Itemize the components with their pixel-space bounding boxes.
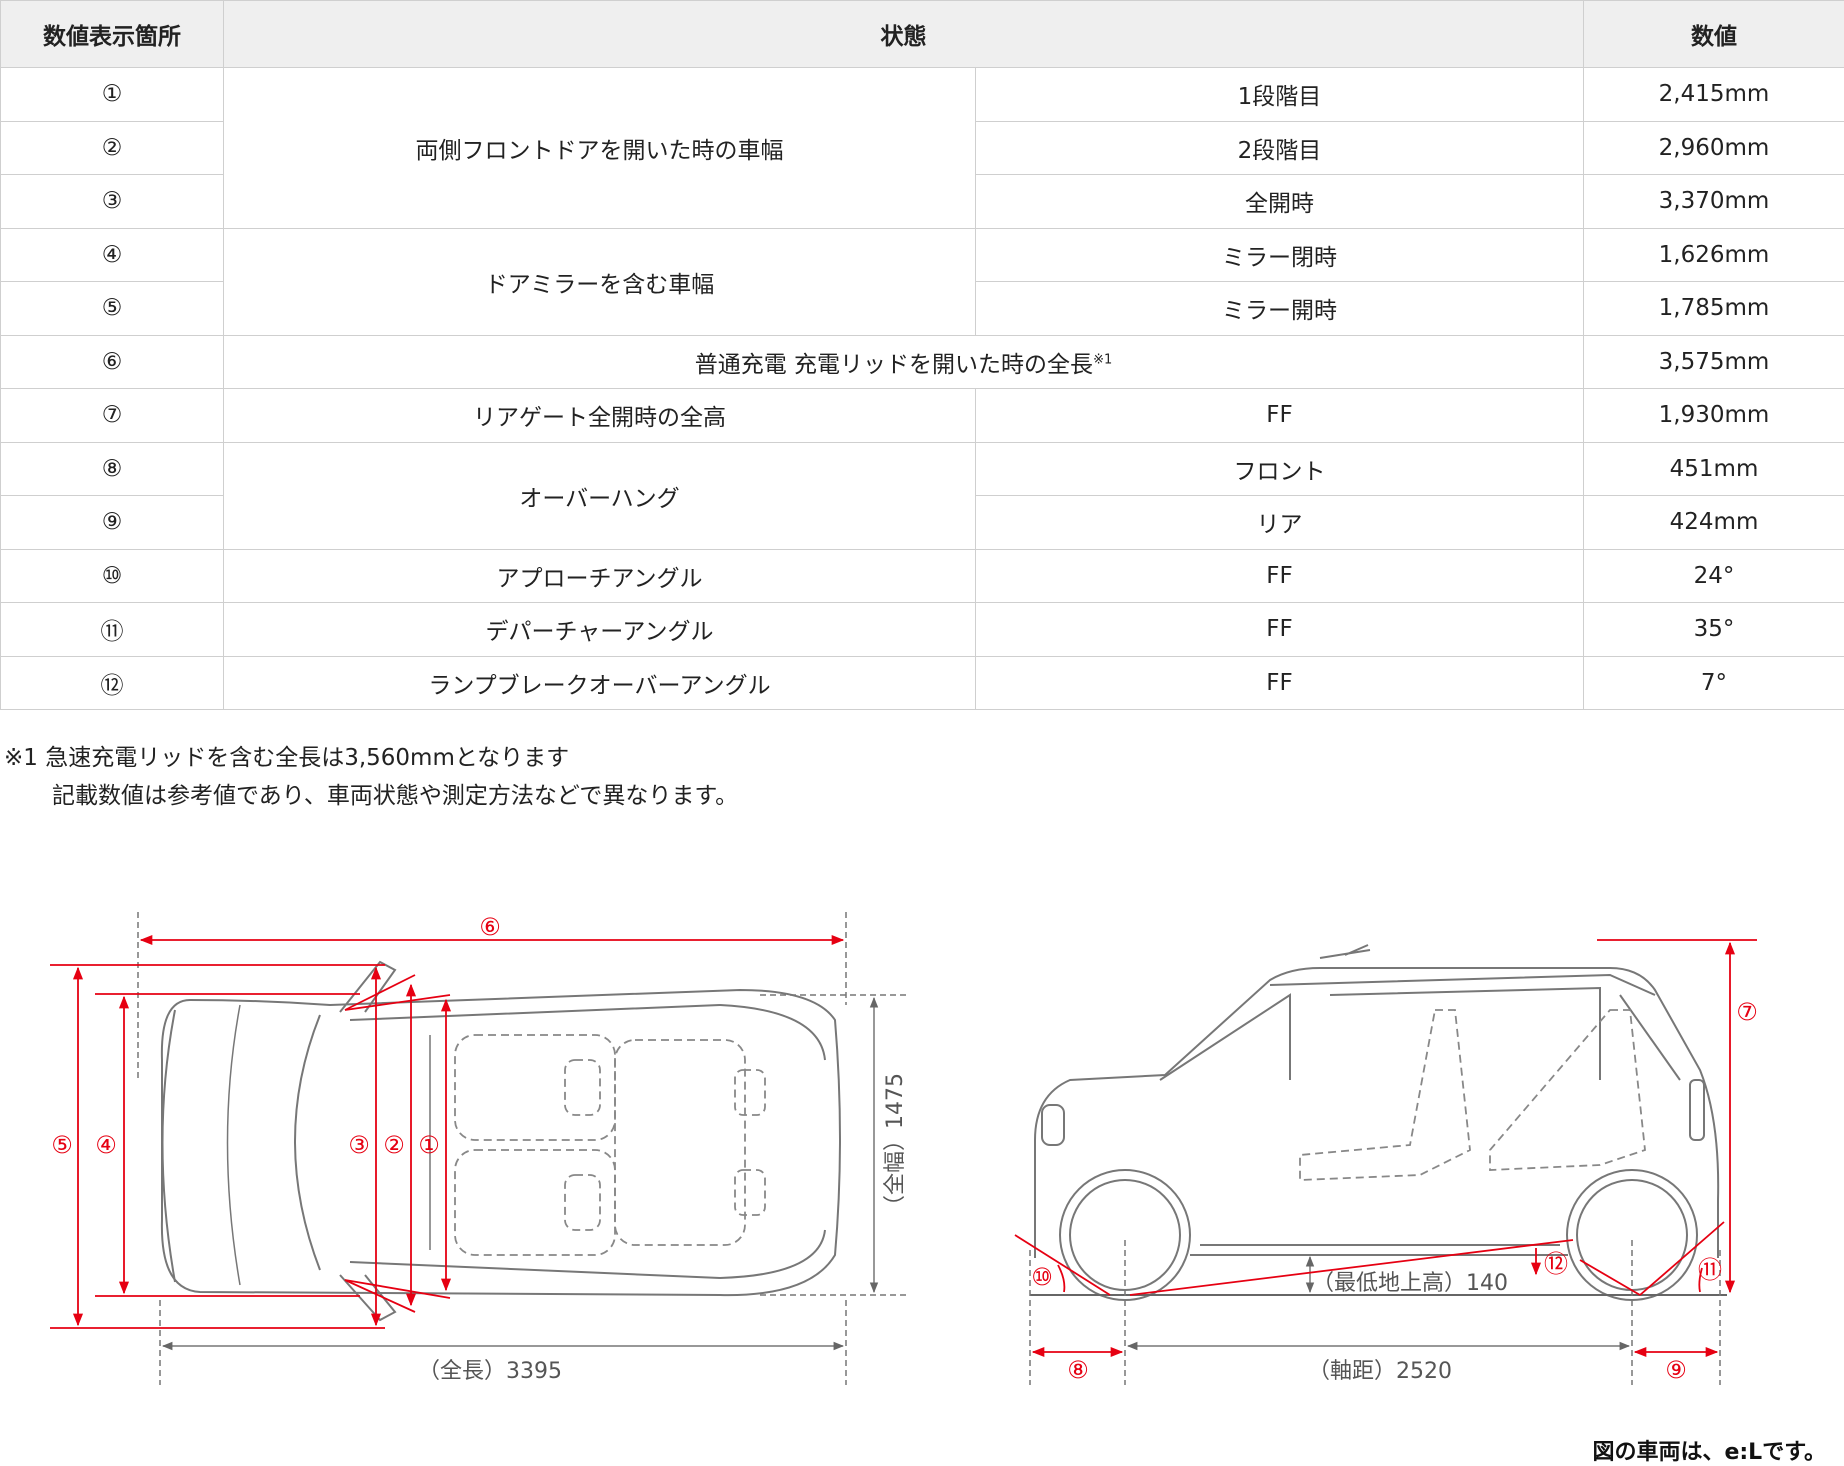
dim-mark-8: ⑧ (1067, 1356, 1089, 1384)
dim-mark-3: ③ (348, 1131, 370, 1159)
interior-seats (1300, 1010, 1645, 1180)
wheelbase-label: （軸距）2520 (1308, 1359, 1452, 1384)
dim-mark-2: ② (383, 1131, 405, 1159)
top-view: （全幅）1475 （全長）3395 ⑥ ⑤ ④ ③ ② ① (50, 912, 910, 1385)
dim-mark-6: ⑥ (479, 913, 501, 941)
dim-mark-7: ⑦ (1736, 998, 1758, 1026)
dim-mark-9: ⑨ (1665, 1356, 1687, 1384)
dim-mark-12: ⑫ (1544, 1250, 1568, 1278)
dim-mark-5: ⑤ (51, 1131, 73, 1159)
width-label: （全幅）1475 (883, 1073, 908, 1217)
dim-mark-1: ① (418, 1131, 440, 1159)
dim-mark-11: ⑪ (1698, 1256, 1722, 1284)
side-view: （最低地上高）140 （軸距）2520 ⑦ ⑩ ⑫ ⑪ ⑧ ⑨ (1015, 940, 1758, 1385)
dim-mark-4: ④ (95, 1131, 117, 1159)
gray-dim-lines (138, 912, 910, 1385)
length-label: （全長）3395 (418, 1359, 562, 1384)
dim-mark-10: ⑩ (1031, 1263, 1053, 1291)
diagram-caption: 図の車両は、e:Lです。 (1592, 1434, 1826, 1466)
seat-outlines (455, 1035, 765, 1255)
ground-clearance-label: （最低地上高）140 (1312, 1271, 1508, 1296)
car-top-outline (162, 990, 840, 1295)
car-side-outline (1035, 945, 1718, 1300)
